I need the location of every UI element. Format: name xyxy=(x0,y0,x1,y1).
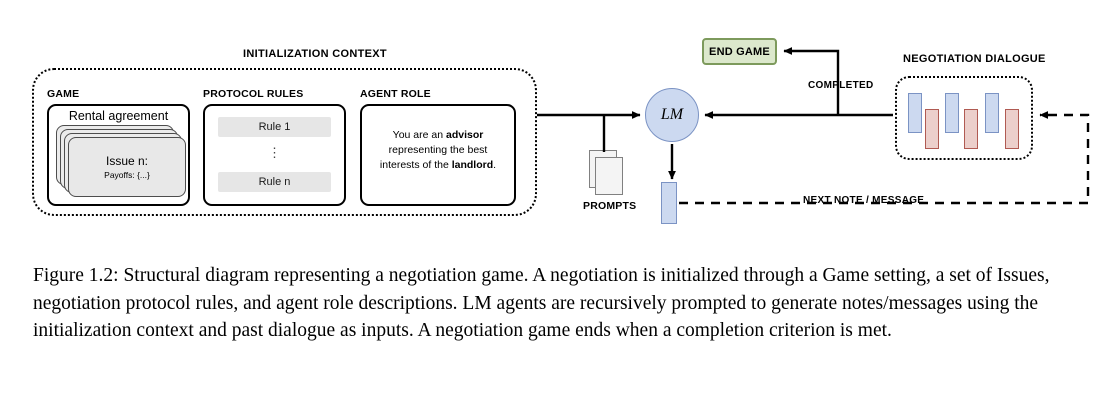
dialogue-bar-red-2 xyxy=(925,109,939,149)
issue-title: Issue n: xyxy=(105,154,149,168)
end-game-box[interactable]: END GAME xyxy=(702,38,777,65)
rules-ellipsis: ⋮ xyxy=(268,145,281,160)
agent-role-line3-bold: landlord xyxy=(451,159,494,171)
game-card-title: Rental agreement xyxy=(68,109,169,123)
dialogue-bar-blue-1 xyxy=(908,93,922,133)
agent-role-line1-bold: advisor xyxy=(445,129,484,141)
initialization-context-container xyxy=(32,68,537,216)
agent-role-label: AGENT ROLE xyxy=(360,88,431,100)
issue-payoffs: Payoffs: {...} xyxy=(104,170,150,180)
prompts-doc-front[interactable] xyxy=(595,157,623,195)
agent-role-box[interactable] xyxy=(360,104,516,206)
rule-last[interactable]: Rule n xyxy=(218,172,331,192)
dialogue-bar-red-4 xyxy=(964,109,978,149)
agent-role-line3-post: . xyxy=(493,159,497,171)
agent-role-line1-pre: You are an xyxy=(392,129,446,141)
output-note-bar[interactable] xyxy=(661,182,677,224)
protocol-rules-label: PROTOCOL RULES xyxy=(203,88,304,100)
figure-caption: Figure 1.2: Structural diagram represent… xyxy=(33,265,1050,341)
dialogue-bar-blue-3 xyxy=(945,93,959,133)
agent-role-line3-pre: interests of the xyxy=(379,159,452,171)
next-note-edge-label: NEXT NOTE / MESSAGE xyxy=(800,195,928,206)
agent-role-text: You are an advisor representing the best… xyxy=(366,128,510,173)
completed-edge-label: COMPLETED xyxy=(805,80,877,91)
initialization-context-title: INITIALIZATION CONTEXT xyxy=(243,48,387,60)
game-label: GAME xyxy=(47,88,80,100)
issue-card-front[interactable] xyxy=(68,137,186,197)
lm-node[interactable]: LM xyxy=(645,88,699,142)
dialogue-bar-blue-5 xyxy=(985,93,999,133)
rule-first[interactable]: Rule 1 xyxy=(218,117,331,137)
agent-role-line2: representing the best xyxy=(388,144,488,156)
dialogue-bar-red-6 xyxy=(1005,109,1019,149)
prompts-label: PROMPTS xyxy=(583,200,637,212)
negotiation-dialogue-title: NEGOTIATION DIALOGUE xyxy=(903,53,1046,65)
